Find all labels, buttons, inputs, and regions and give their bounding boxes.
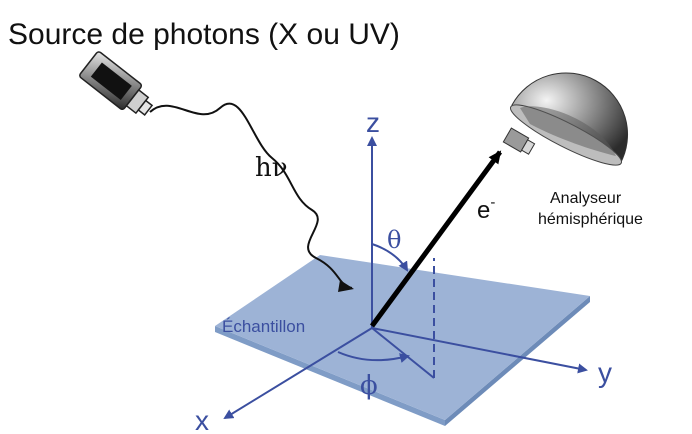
y-axis-label: y [598,357,612,388]
photon-energy-label: hν [255,153,288,183]
z-axis-label: z [366,107,380,138]
electron-charge: - [490,194,495,211]
diagram-title: Source de photons (X ou UV) [8,18,400,51]
electron-path [369,150,503,328]
projection-line [371,327,435,379]
hemispherical-analyzer-icon [502,72,629,166]
photon-source-icon [79,51,154,116]
y-axis [371,327,588,374]
phi-arc [337,351,410,363]
photon-wave [149,102,353,289]
sample-side-edge [445,296,590,426]
theta-label: θ [387,226,401,254]
sample-front-edge [215,326,445,426]
analyzer-label-line1: Analyseur [550,190,622,207]
sample-slab [215,255,590,426]
theta-arc [371,243,409,272]
phi-label: ϕ [360,371,378,401]
axes [223,136,588,420]
sample-label: Échantillon [222,317,305,336]
x-axis [223,327,373,420]
photon-arrowhead [338,280,354,292]
sample-top-face [215,255,590,420]
electron-label: e- [477,194,495,224]
x-axis-label: x [195,405,209,434]
electron-symbol: e [477,197,490,224]
analyzer-label-line2: hémisphérique [538,211,643,228]
